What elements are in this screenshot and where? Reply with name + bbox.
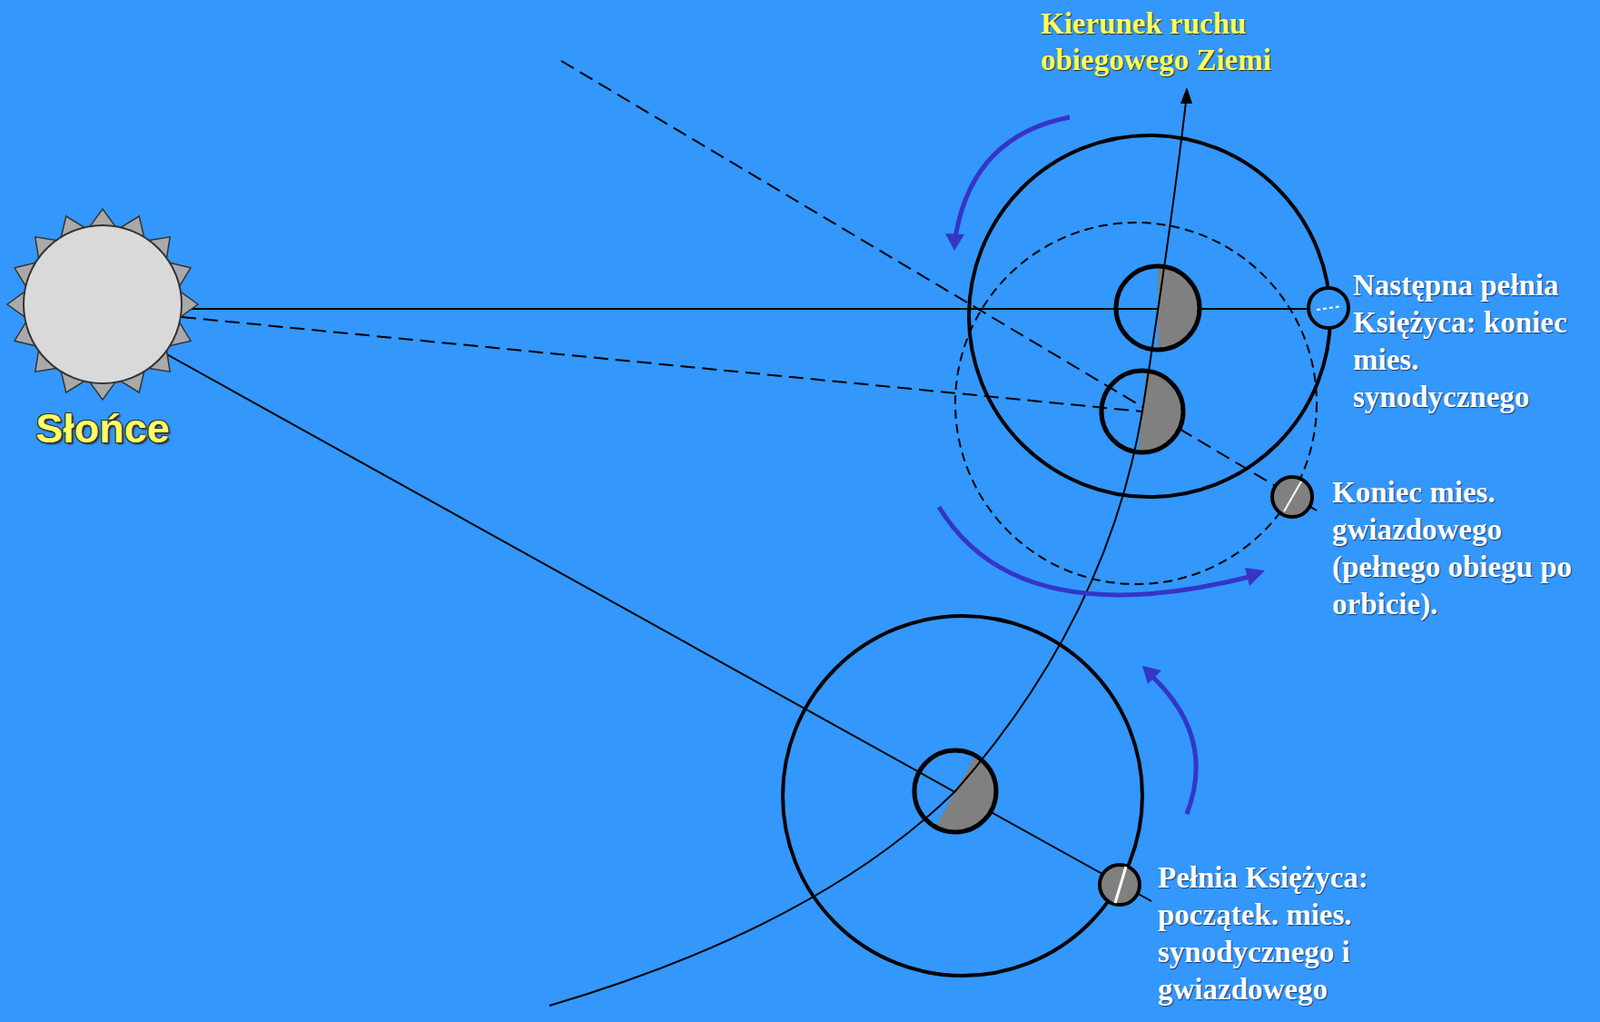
sun-line-dashed: [181, 316, 1143, 412]
moon-note: Koniec mies. gwiazdowego (pełnego obiegu…: [1332, 474, 1591, 623]
moon-note: Pełnia Księżyca: początek. mies. synodyc…: [1157, 859, 1431, 1008]
rotation-arrow: [955, 117, 1070, 238]
rotation-arrow: [938, 506, 1254, 595]
moon-mark: [1283, 481, 1302, 512]
earth-orbit: [549, 101, 1186, 1006]
earth-night: [1157, 266, 1200, 350]
moon-mark: [1316, 306, 1343, 310]
arrowhead: [945, 233, 965, 251]
sun-line: [163, 352, 1152, 901]
arrowhead: [1142, 665, 1162, 684]
sun-symbol: [0, 204, 209, 414]
moon: [1272, 476, 1313, 517]
sun-line: [181, 307, 1309, 310]
rotation-arrow: [1149, 673, 1196, 814]
sun-label: Słońce: [0, 405, 206, 452]
moon-orbit-dashed: [955, 222, 1317, 584]
arrowhead: [1244, 567, 1265, 586]
earth-night: [1138, 370, 1184, 453]
moon-orbit: [782, 615, 1143, 976]
direction-label: Kierunek ruchu obiegowego Ziemi: [1040, 5, 1332, 79]
direction-line-dashed: [561, 60, 1317, 511]
sun-node: Słońce: [0, 204, 209, 455]
moon-mark: [1115, 866, 1126, 903]
sun-disc: [23, 225, 182, 384]
moon-note: Następna pełnia Księżyca: koniec mies. s…: [1353, 266, 1591, 416]
arrowhead: [1180, 87, 1193, 104]
moon: [1099, 864, 1140, 905]
moon: [1308, 287, 1349, 328]
moon-orbit: [968, 135, 1331, 497]
